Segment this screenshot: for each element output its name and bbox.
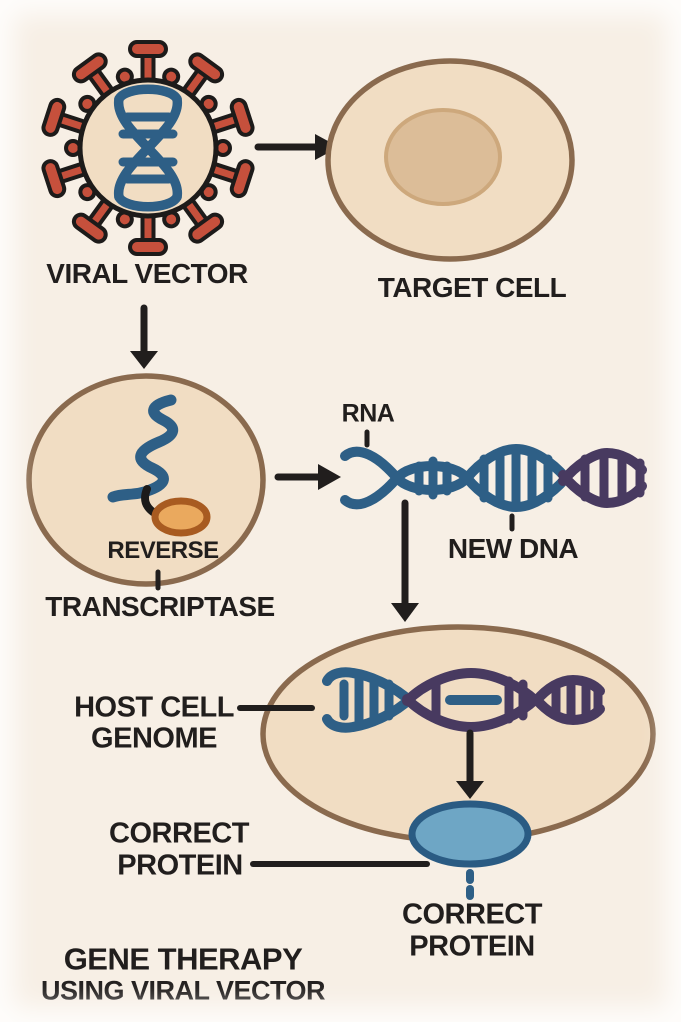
viral-vector-label: VIRAL VECTOR xyxy=(46,258,248,289)
new-dna-segment xyxy=(558,447,647,509)
correct-protein-left-label-line1: CORRECT xyxy=(109,817,249,850)
enzyme-tether xyxy=(141,485,157,516)
rna-dna-hybrid-icon xyxy=(340,443,647,513)
correct-protein-icon xyxy=(408,800,532,868)
host-cell-genome-label-line1: HOST CELL xyxy=(74,691,234,724)
infected-cell-icon xyxy=(26,373,266,587)
viral-dna-icon xyxy=(114,84,182,212)
diagram-title-line1: GENE THERAPY xyxy=(63,941,303,977)
nucleus xyxy=(384,108,502,206)
transcriptase-label: TRANSCRIPTASE xyxy=(45,591,275,622)
target-cell-label: TARGET CELL xyxy=(377,272,567,303)
host-cell-icon xyxy=(260,624,656,868)
rna-label: RNA xyxy=(341,399,395,428)
reverse-transcriptase-icon xyxy=(151,497,211,537)
new-dna-label: NEW DNA xyxy=(447,533,579,564)
correct-protein-left-label-line2: PROTEIN xyxy=(117,849,243,882)
rna-segment xyxy=(340,443,571,513)
diagram-title-line2: USING VIRAL VECTOR xyxy=(40,975,326,1006)
integrated-dna-icon xyxy=(322,667,605,733)
target-cell-icon xyxy=(325,58,575,262)
reverse-label: REVERSE xyxy=(107,537,219,564)
arrow-virus-down xyxy=(130,304,158,369)
arrow-cell-to-dna xyxy=(274,464,341,490)
arrow-dna-to-host-cell xyxy=(391,499,419,622)
viral-vector-icon xyxy=(39,40,257,256)
host-cell-genome-label-line2: GENOME xyxy=(91,722,217,755)
arrow-dna-to-protein xyxy=(456,729,484,799)
correct-protein-bottom-label-line2: PROTEIN xyxy=(409,930,535,963)
correct-protein-bottom-label-line1: CORRECT xyxy=(402,898,542,931)
